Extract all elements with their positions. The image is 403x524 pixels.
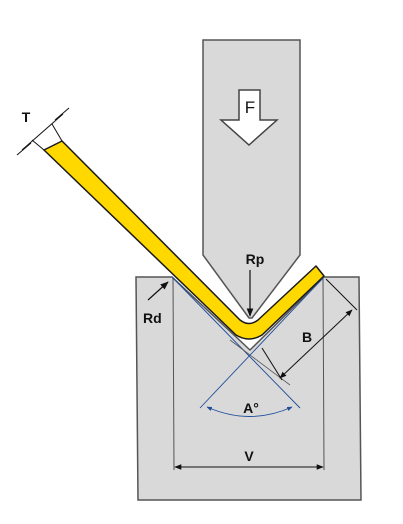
die-radius-pointer	[147, 281, 169, 301]
die-radius-label: Rd	[143, 310, 162, 326]
sheet-metal-workpiece	[43, 140, 325, 340]
bend-angle-label: A°	[243, 400, 259, 416]
thickness-label: T	[22, 109, 31, 125]
flange-dimension	[261, 278, 358, 381]
flange-length-label: B	[302, 329, 312, 345]
force-label: F	[245, 98, 255, 117]
force-arrow-icon	[219, 89, 279, 147]
thickness-dimension	[16, 107, 70, 156]
punch-radius-label: Rp	[246, 251, 265, 267]
die-opening-label: V	[244, 448, 254, 464]
punch	[202, 39, 301, 319]
